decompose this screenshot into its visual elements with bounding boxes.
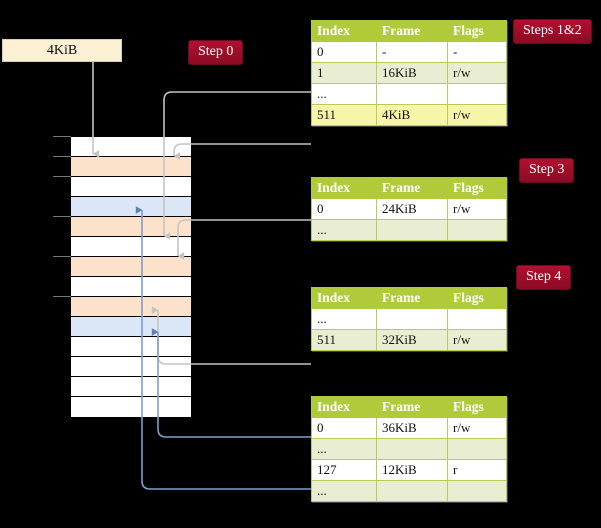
cell-index: ... xyxy=(311,308,377,330)
wire-steps12-short xyxy=(173,143,311,160)
memory-tick-mark xyxy=(53,216,71,217)
cell-frame xyxy=(376,480,448,502)
column-header-index: Index xyxy=(311,287,377,309)
cell-flags: r/w xyxy=(447,198,507,220)
cell-flags xyxy=(447,219,507,241)
memory-frame-row xyxy=(71,197,191,217)
column-header-frame: Frame xyxy=(376,177,448,199)
step-badge-step-4: Step 4 xyxy=(516,265,572,290)
cell-frame: 36KiB xyxy=(376,417,448,439)
cell-index: ... xyxy=(311,438,377,460)
cell-frame: 32KiB xyxy=(376,329,448,351)
cell-index: ... xyxy=(311,219,377,241)
cell-frame xyxy=(376,83,448,105)
cell-index: 511 xyxy=(311,104,377,126)
cell-frame: 4KiB xyxy=(376,104,448,126)
cell-frame: - xyxy=(376,41,448,63)
cell-flags: r/w xyxy=(447,329,507,351)
cell-frame xyxy=(376,308,448,330)
cell-frame: 12KiB xyxy=(376,459,448,481)
memory-tick-mark xyxy=(53,136,71,137)
cell-frame xyxy=(376,438,448,460)
memory-frame-row xyxy=(71,397,191,417)
cell-index: 0 xyxy=(311,417,377,439)
memory-frame-row xyxy=(71,237,191,257)
cell-index: ... xyxy=(311,480,377,502)
memory-frame-row xyxy=(71,257,191,277)
cell-index: ... xyxy=(311,83,377,105)
memory-frame-row xyxy=(71,377,191,397)
cell-flags: - xyxy=(447,41,507,63)
memory-tick-mark xyxy=(53,156,71,157)
memory-tick-mark xyxy=(53,256,71,257)
table-row[interactable]: ... xyxy=(311,308,507,330)
memory-frame-row xyxy=(71,137,191,157)
cell-frame: 24KiB xyxy=(376,198,448,220)
memory-tick-mark xyxy=(53,296,71,297)
step-badge-step-0: Step 0 xyxy=(188,40,244,65)
cell-index: 1 xyxy=(311,62,377,84)
step-badge-step-3: Step 3 xyxy=(519,158,575,183)
memory-frame-row xyxy=(71,357,191,377)
memory-frame-row xyxy=(71,297,191,317)
cell-index: 0 xyxy=(311,198,377,220)
cell-flags: r/w xyxy=(447,104,507,126)
cell-flags xyxy=(447,480,507,502)
cell-flags xyxy=(447,308,507,330)
column-header-index: Index xyxy=(311,396,377,418)
source-frame-box: 4KiB xyxy=(2,39,122,62)
step-badge-steps-1-2: Steps 1&2 xyxy=(513,19,592,44)
cell-index: 511 xyxy=(311,329,377,351)
cell-frame: 16KiB xyxy=(376,62,448,84)
cell-flags xyxy=(447,438,507,460)
cell-flags: r/w xyxy=(447,417,507,439)
cell-index: 127 xyxy=(311,459,377,481)
column-header-flags: Flags xyxy=(447,177,507,199)
column-header-frame: Frame xyxy=(376,20,448,42)
memory-frame-row xyxy=(71,177,191,197)
table-row[interactable]: ... xyxy=(311,438,507,460)
table-row[interactable]: 0-- xyxy=(311,41,507,63)
memory-frame-row xyxy=(71,277,191,297)
source-frame-label: 4KiB xyxy=(46,43,78,58)
table-row[interactable]: ... xyxy=(311,480,507,502)
column-header-flags: Flags xyxy=(447,287,507,309)
cell-flags xyxy=(447,83,507,105)
wire-step3 xyxy=(177,219,311,260)
memory-frame-row xyxy=(71,337,191,357)
column-header-index: Index xyxy=(311,177,377,199)
cell-flags: r/w xyxy=(447,62,507,84)
memory-tick-mark xyxy=(53,176,71,177)
cell-frame xyxy=(376,219,448,241)
physical-memory-column xyxy=(70,136,191,417)
column-header-flags: Flags xyxy=(447,396,507,418)
memory-frame-row xyxy=(71,157,191,177)
column-header-index: Index xyxy=(311,20,377,42)
column-header-frame: Frame xyxy=(376,396,448,418)
table-row[interactable]: ... xyxy=(311,219,507,241)
column-header-frame: Frame xyxy=(376,287,448,309)
cell-flags: r xyxy=(447,459,507,481)
table-row[interactable]: ... xyxy=(311,83,507,105)
memory-frame-row xyxy=(71,317,191,337)
memory-frame-row xyxy=(71,217,191,237)
cell-index: 0 xyxy=(311,41,377,63)
column-header-flags: Flags xyxy=(447,20,507,42)
